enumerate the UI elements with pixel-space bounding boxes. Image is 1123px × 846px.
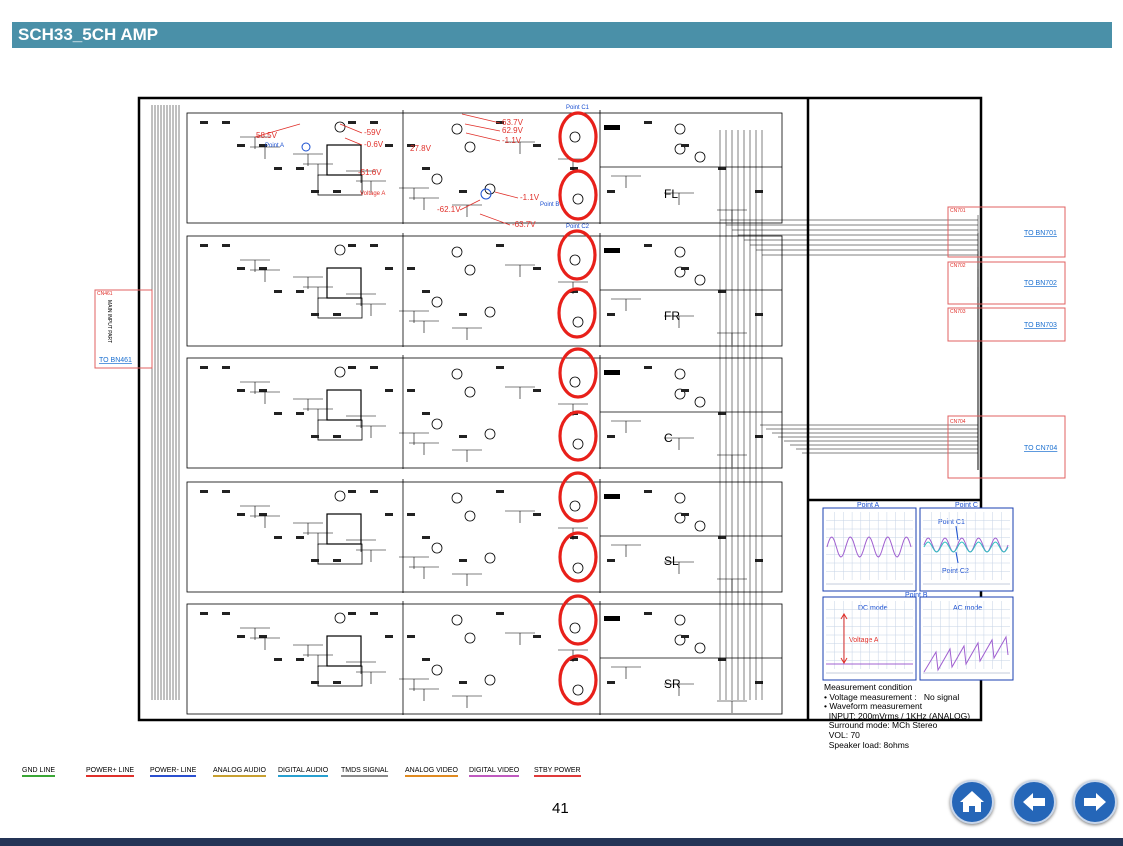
- svg-text:MAIN INPUT PART: MAIN INPUT PART: [106, 300, 112, 343]
- link-to-bn702: TO BN702: [1024, 280, 1057, 287]
- measurement-conditions: Measurement condition • Voltage measurem…: [824, 682, 971, 750]
- highlight-circle: [558, 347, 598, 399]
- channel-fr-label: FR: [664, 309, 680, 323]
- svg-text:CN704: CN704: [950, 419, 966, 425]
- waveform-panel: Point A Point C Point B Point C1 Point C…: [822, 502, 1014, 681]
- waveform-point-b-title: Point B: [905, 592, 928, 599]
- input-connector-cn461: CN461 TO BN461 MAIN INPUT PART: [94, 289, 153, 369]
- home-icon: [960, 791, 984, 812]
- channel-fl-label: FL: [664, 187, 678, 201]
- bottom-bar: [0, 838, 1123, 846]
- svg-text:CN701: CN701: [950, 208, 966, 214]
- voltage-label: 27.8V: [410, 144, 432, 153]
- voltage-label: -1.1V: [520, 193, 540, 202]
- schematic-border: [137, 96, 983, 722]
- point-b-label: Point B: [540, 202, 559, 208]
- waveform-dc-mode: DC mode: [858, 605, 888, 612]
- link-to-bn701: TO BN701: [1024, 230, 1057, 237]
- output-connector-cn703: CN703 TO BN703: [947, 307, 1066, 342]
- amp-block: [186, 233, 783, 347]
- voltage-a-label: Voltage A: [360, 191, 385, 197]
- voltage-label: -59V: [364, 128, 382, 137]
- svg-text:CN703: CN703: [950, 309, 966, 315]
- amp-block: [186, 479, 783, 593]
- voltage-label: -0.6V: [364, 140, 384, 149]
- point-c1-label: Point C1: [566, 105, 590, 111]
- voltage-label: -63.7V: [512, 220, 536, 229]
- point-c2-label: Point C2: [566, 224, 590, 230]
- voltage-annotations: 58.5V -59V -0.6V 27.8V -51.6V 63.7V 62.9…: [254, 105, 590, 230]
- svg-text:CN702: CN702: [950, 263, 966, 269]
- highlight-circle: [558, 594, 598, 646]
- highlight-circle: [558, 169, 598, 221]
- amp-block: [186, 110, 783, 224]
- legend-analog-audio: ANALOG AUDIO: [213, 767, 266, 777]
- legend-stby-power: STBY POWER: [534, 767, 581, 777]
- channel-sr-label: SR: [664, 677, 681, 691]
- voltage-label: -62.1V: [437, 205, 461, 214]
- svg-text:CN461: CN461: [97, 291, 113, 297]
- highlight-circle: [557, 287, 597, 339]
- page-header: SCH33_5CH AMP: [12, 22, 1112, 48]
- legend-digital-video: DIGITAL VIDEO: [469, 767, 520, 777]
- legend-power-minus-line: POWER- LINE: [150, 767, 197, 777]
- legend-digital-audio: DIGITAL AUDIO: [278, 767, 329, 777]
- amp-block: [186, 355, 783, 469]
- legend-tmds-signal: TMDS SIGNAL: [341, 767, 389, 777]
- channel-sl-label: SL: [664, 554, 679, 568]
- output-connector-cn702: CN702 TO BN702: [947, 261, 1066, 305]
- waveform-point-c-title: Point C: [955, 502, 978, 509]
- highlight-circle: [557, 229, 597, 281]
- channel-c-label: C: [664, 431, 673, 445]
- forward-button[interactable]: [1073, 780, 1117, 824]
- signal-bus: [151, 105, 979, 700]
- voltage-label: 62.9V: [502, 126, 524, 135]
- waveform-voltage-a: Voltage A: [849, 637, 879, 644]
- page-number: 41: [552, 800, 569, 817]
- voltage-label: 58.5V: [256, 131, 278, 140]
- arrow-left-icon: [1023, 793, 1045, 811]
- legend-power-plus-line: POWER+ LINE: [86, 767, 135, 777]
- waveform-ac-mode: AC mode: [953, 605, 982, 612]
- page-title: SCH33_5CH AMP: [18, 25, 159, 44]
- link-to-cn704: TO CN704: [1024, 445, 1057, 452]
- arrow-right-icon: [1084, 793, 1106, 811]
- output-connector-cn701: CN701 TO BN701: [947, 206, 1066, 258]
- amp-channel-blocks: [186, 110, 783, 715]
- voltage-label: -1.1V: [502, 136, 522, 145]
- voltage-label: -51.6V: [358, 168, 382, 177]
- highlight-circle: [558, 654, 598, 706]
- highlight-circle: [558, 410, 598, 462]
- highlight-circle: [558, 531, 598, 583]
- waveform-c1-label: Point C1: [938, 519, 965, 526]
- output-connector-cn704: CN704 TO CN704: [947, 415, 1066, 479]
- point-a-label: Point A: [265, 143, 284, 149]
- waveform-point-a-title: Point A: [857, 502, 880, 509]
- legend-gnd-line: GND LINE: [22, 767, 56, 777]
- back-button[interactable]: [1012, 780, 1056, 824]
- link-to-bn461: TO BN461: [99, 357, 132, 364]
- highlight-circles: [557, 111, 598, 706]
- legend-analog-video: ANALOG VIDEO: [405, 767, 458, 777]
- amp-block: [186, 601, 783, 715]
- highlight-circle: [558, 111, 598, 163]
- channel-labels: FL FR C SL SR: [664, 187, 681, 691]
- home-button[interactable]: [950, 780, 994, 824]
- link-to-bn703: TO BN703: [1024, 322, 1057, 329]
- voltage-label: 63.7V: [502, 118, 524, 127]
- highlight-circle: [558, 471, 598, 523]
